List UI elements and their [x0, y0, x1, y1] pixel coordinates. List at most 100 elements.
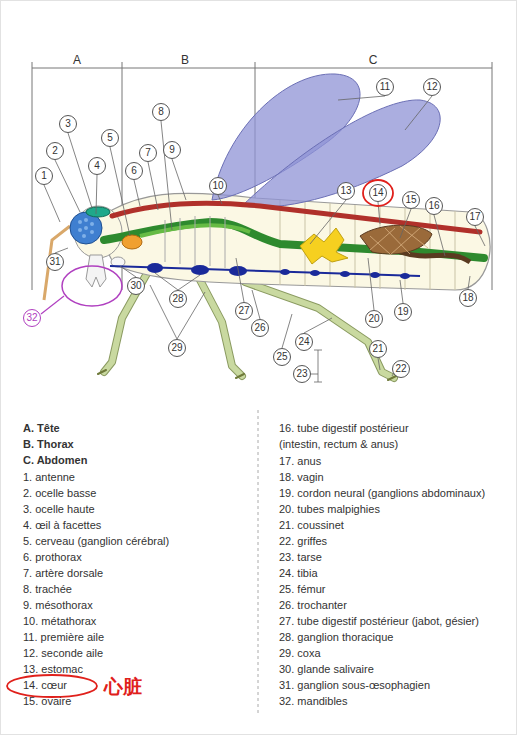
callout-number: 24	[298, 337, 309, 347]
antenna	[44, 226, 70, 300]
callout-number: 26	[254, 323, 265, 333]
legend-entry: 10. métathorax	[23, 613, 253, 629]
callout-circle: 30	[127, 277, 145, 295]
legend-entry: 16. tube digestif postérieur (intestin, …	[279, 420, 449, 452]
legend-entry: 1. antenne	[23, 469, 253, 485]
callout-circle: 3	[59, 115, 77, 133]
callout-number: 25	[276, 352, 287, 362]
highlight-leader	[41, 296, 64, 314]
legend-entry: 30. glande salivaire	[279, 661, 514, 677]
legend-entry: 32. mandibles	[279, 693, 514, 709]
callout-number: 4	[94, 161, 100, 171]
legend-entry: 3. ocelle haute	[23, 501, 253, 517]
legend-entry: 18. vagin	[279, 469, 514, 485]
legend-entry: 12. seconde aile	[23, 645, 253, 661]
callout-number: 16	[428, 201, 439, 211]
callout-circle: 24	[295, 333, 313, 351]
section-letter: B	[165, 52, 205, 68]
legend-entry: 22. griffes	[279, 533, 514, 549]
callout-circle: 17	[466, 208, 484, 226]
callout-number: 19	[397, 307, 408, 317]
legend-entry: 4. œil à facettes	[23, 517, 253, 533]
section-letter: C	[353, 52, 393, 68]
callout-circle: 29	[168, 339, 186, 357]
ocelli	[86, 207, 110, 217]
ovary-hatching	[370, 226, 428, 255]
callout-number: 23	[296, 369, 307, 379]
callout-number: 21	[372, 344, 383, 354]
callout-circle: 11	[376, 78, 394, 96]
callout-circle: 20	[365, 310, 383, 328]
callout-circle: 14	[369, 184, 387, 202]
callout-circle: 1	[35, 167, 53, 185]
callout-circle: 5	[101, 129, 119, 147]
callout-circle: 16	[425, 197, 443, 215]
ganglia	[147, 263, 410, 279]
callout-circle: 19	[394, 303, 412, 321]
mandible-highlight	[62, 266, 122, 306]
legend-entry: 31. ganglion sous-œsophagien	[279, 677, 514, 693]
callout-number: 18	[462, 293, 473, 303]
body-outline	[105, 193, 490, 290]
callout-circle: 9	[163, 141, 181, 159]
callout-circle: 15	[402, 191, 420, 209]
callout-number: 6	[131, 166, 137, 176]
callout-number: 20	[368, 314, 379, 324]
callout-circle: 25	[273, 348, 291, 366]
callout-number: 14	[372, 188, 383, 198]
callout-circle: 21	[369, 340, 387, 358]
digestive-tube	[104, 222, 484, 258]
callout-number: 32	[26, 313, 37, 323]
heart-highlight	[363, 180, 393, 206]
legend-entry: 26. trochanter	[279, 597, 514, 613]
legend-entry: 25. fémur	[279, 581, 514, 597]
callout-number: 15	[405, 195, 416, 205]
section-name: C. Abdomen	[23, 452, 253, 468]
legend-entry: 11. première aile	[23, 629, 253, 645]
legend-entry: 5. cerveau (ganglion cérébral)	[23, 533, 253, 549]
hindgut	[400, 252, 470, 262]
callout-number: 11	[380, 82, 390, 92]
callout-circle: 23	[293, 365, 311, 383]
callout-circle: 32	[23, 309, 41, 327]
callout-circle: 22	[392, 360, 410, 378]
callout-number: 3	[65, 119, 71, 129]
legend-entry: 27. tube digestif postérieur (jabot, gés…	[279, 613, 514, 629]
section-name: A. Tête	[23, 420, 253, 436]
legend-entry: 13. estomac	[23, 661, 253, 677]
callout-circle: 7	[139, 144, 157, 162]
section-name: B. Thorax	[23, 436, 253, 452]
brain	[122, 235, 142, 249]
legend-entry: 28. ganglion thoracique	[279, 629, 514, 645]
callout-number: 10	[212, 181, 223, 191]
callout-number: 13	[340, 186, 351, 196]
callout-number: 1	[41, 171, 47, 181]
callout-circle: 4	[88, 157, 106, 175]
callout-circle: 2	[46, 142, 64, 160]
callout-number: 30	[130, 281, 141, 291]
callout-number: 31	[49, 257, 60, 267]
legend-entry: 24. tibia	[279, 565, 514, 581]
legend-entry: 21. coussinet	[279, 517, 514, 533]
legend-entry: 6. prothorax	[23, 549, 253, 565]
legend-entry: 7. artère dorsale	[23, 565, 253, 581]
callout-circle: 6	[125, 162, 143, 180]
legend-entry: 17. anus	[279, 453, 514, 469]
leader-lines	[44, 96, 485, 382]
annotation: 心脏	[104, 675, 164, 698]
legend-entry: 19. cordon neural (ganglions abdominaux)	[279, 485, 514, 501]
callout-number: 7	[145, 148, 151, 158]
eye-facets	[78, 218, 94, 238]
callout-number: 12	[426, 82, 437, 92]
callout-circle: 26	[251, 319, 269, 337]
callout-number: 5	[107, 133, 113, 143]
callout-number: 17	[469, 212, 480, 222]
section-ruler	[32, 62, 492, 290]
callout-number: 27	[238, 306, 249, 316]
legend-entry: 20. tubes malpighies	[279, 501, 514, 517]
callout-number: 29	[171, 343, 182, 353]
callout-circle: 13	[337, 182, 355, 200]
legend-entry: 23. tarse	[279, 549, 514, 565]
